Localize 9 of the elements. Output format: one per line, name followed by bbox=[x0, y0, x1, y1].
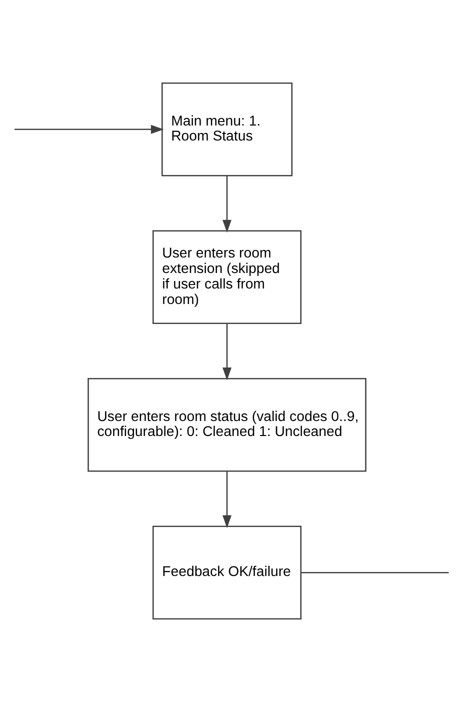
arrow bbox=[14, 124, 164, 134]
arrow bbox=[222, 175, 232, 232]
arrow bbox=[222, 323, 232, 380]
connector bbox=[301, 571, 449, 573]
node-box: Main menu: 1. Room Status bbox=[161, 82, 293, 176]
node-box: User enters room extension (skipped if user calls from room) bbox=[152, 230, 302, 324]
node-box: Feedback OK/failure bbox=[152, 525, 302, 619]
arrow bbox=[222, 470, 232, 528]
node-box: User enters room status (valid codes 0..9, configurable): 0: Cleaned 1: Uncleaned bbox=[88, 377, 366, 472]
